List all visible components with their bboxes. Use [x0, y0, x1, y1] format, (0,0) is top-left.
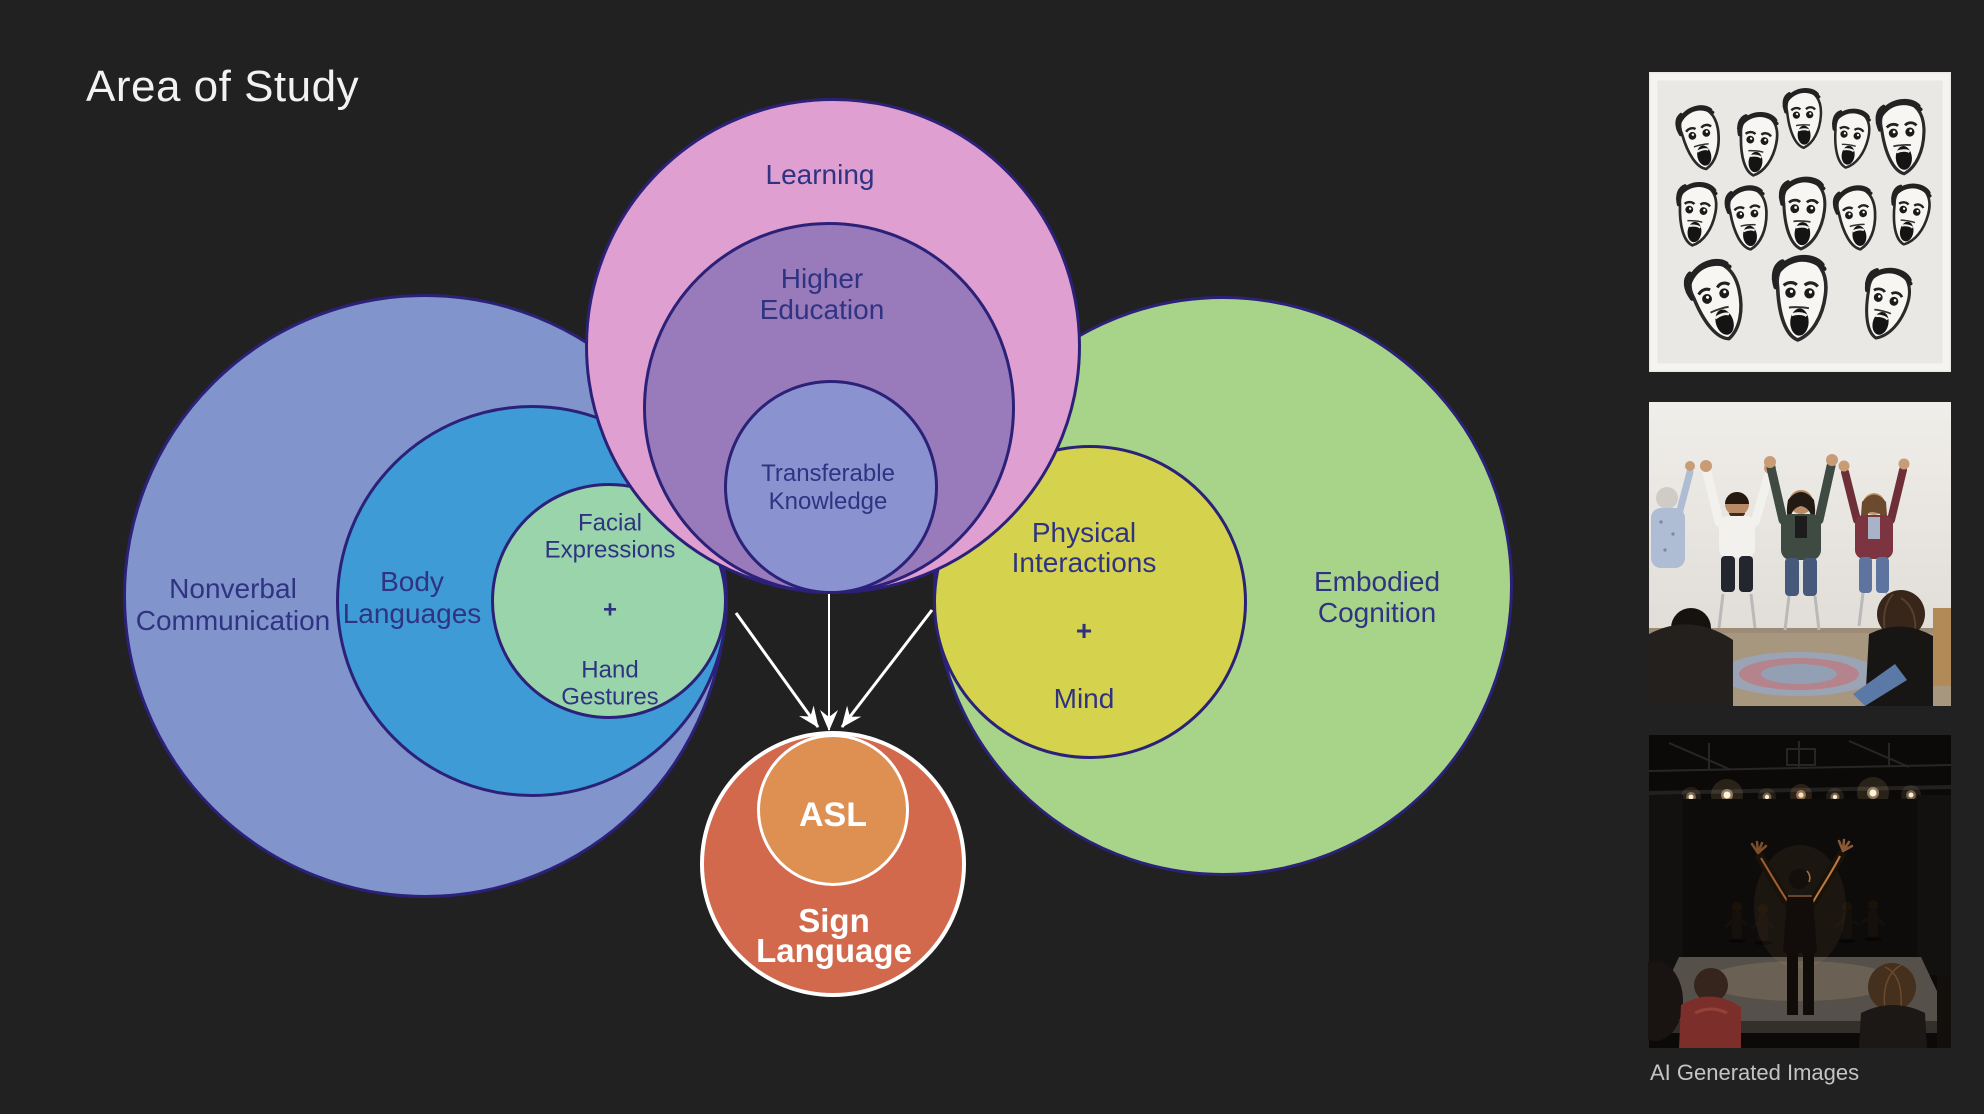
plus-sign: +: [602, 596, 618, 624]
person-left-edge: [1651, 461, 1695, 568]
stage-performers: [1724, 900, 1886, 945]
label-nonverbal-communication: Nonverbal Communication: [135, 573, 331, 636]
sketch-faces-illustration: [1649, 72, 1951, 372]
label-body-languages: Body Languages: [342, 566, 482, 629]
round-rug: [1719, 652, 1879, 696]
central-performer: [1750, 838, 1854, 1015]
page-title: Area of Study: [86, 62, 360, 111]
label-embodied-cognition: Embodied Cognition: [1313, 566, 1441, 628]
physical-interactions-text: Physical Interactions: [1011, 517, 1157, 578]
label-facial-expressions-hand-gestures: Facial Expressions + Hand Gestures: [545, 483, 676, 738]
person-maroon-cardigan: [1838, 458, 1910, 627]
ai-image-group-raising-hands: [1648, 402, 1952, 706]
label-sign-language: Sign Language: [756, 902, 912, 969]
mind-text: Mind: [1053, 683, 1115, 714]
ai-image-theater-performance: [1648, 735, 1952, 1048]
gallery-caption: AI Generated Images: [1650, 1060, 1860, 1085]
plus-sign: +: [1075, 615, 1093, 646]
ai-image-sketch-faces: [1648, 72, 1952, 372]
face-row-3: [1681, 256, 1917, 346]
circle-asl: [757, 734, 909, 886]
theater-performance-illustration: [1648, 735, 1952, 1048]
circle-transferable-knowledge: [724, 380, 938, 594]
facial-expressions-text: Facial Expressions: [544, 509, 676, 564]
foreground-backs: [1649, 590, 1951, 706]
arrow-from-right-group: [840, 609, 934, 728]
group-raising-hands-illustration: [1649, 402, 1951, 706]
label-transferable-knowledge: Transferable Knowledge: [761, 460, 895, 515]
label-higher-education: Higher Education: [759, 263, 885, 325]
hand-gestures-text: Hand Gestures: [561, 656, 659, 711]
label-asl: ASL: [799, 796, 867, 834]
arrow-from-left-group: [734, 612, 820, 728]
label-learning: Learning: [765, 159, 875, 190]
stage-truss: [1648, 740, 1952, 772]
audience-silhouettes: [1648, 961, 1951, 1048]
label-physical-interactions-mind: Physical Interactions + Mind: [1012, 488, 1157, 744]
person-green-jacket: [1764, 454, 1838, 631]
